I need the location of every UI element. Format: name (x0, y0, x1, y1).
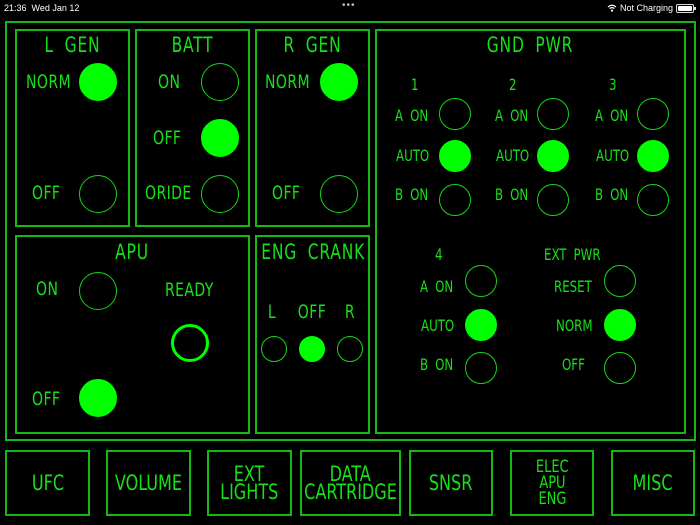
nav-misc-button[interactable]: MISC (611, 450, 695, 516)
eng-crank-l-switch[interactable] (261, 336, 287, 362)
nav-elec-label: ELEC (535, 457, 569, 477)
ext-pwr-label: EXT PWR (544, 245, 601, 264)
ext-pwr-reset-switch[interactable] (604, 265, 636, 297)
charging-status: Not Charging (619, 3, 673, 13)
ext-pwr-norm-label: NORM (556, 316, 593, 335)
nav-ufc-label: UFC (31, 471, 64, 495)
nav-misc-label: MISC (632, 471, 674, 495)
gnd-ch1-auto-switch[interactable] (439, 140, 471, 172)
gnd-ch3-auto-label: AUTO (596, 146, 630, 165)
r-gen-title: R GEN (283, 33, 342, 57)
nav-ext-lights-label-2: LIGHTS (220, 480, 279, 504)
ext-pwr-norm-switch[interactable] (604, 309, 636, 341)
nav-snsr-button[interactable]: SNSR (409, 450, 493, 516)
batt-panel (135, 29, 250, 227)
gnd-ch4-auto-switch[interactable] (465, 309, 497, 341)
nav-volume-label: VOLUME (114, 471, 183, 495)
gnd-ch2-auto-label: AUTO (496, 146, 530, 165)
l-gen-panel (15, 29, 130, 227)
gnd-ch2-auto-switch[interactable] (537, 140, 569, 172)
nav-apu-label: APU (538, 473, 566, 493)
ext-pwr-reset-label: RESET (554, 277, 592, 296)
clock-time: 21:36 Wed Jan 12 (4, 3, 80, 13)
eng-crank-title: ENG CRANK (261, 240, 366, 264)
gnd-ch1-b-on-label: B ON (395, 185, 429, 204)
apu-title: APU (115, 240, 149, 264)
gnd-ch4-a-on-switch[interactable] (465, 265, 497, 297)
gnd-ch1-a-on-switch[interactable] (439, 98, 471, 130)
r-gen-panel (255, 29, 370, 227)
gnd-ch3-a-on-switch[interactable] (637, 98, 669, 130)
r-gen-norm-switch[interactable] (320, 63, 358, 101)
gnd-ch4-a-on-label: A ON (420, 277, 454, 296)
gnd-ch3-a-on-label: A ON (595, 106, 629, 125)
main-frame (5, 21, 696, 441)
nav-data-cartridge-label-2: CARTRIDGE (304, 480, 397, 504)
batt-oride-switch[interactable] (201, 175, 239, 213)
wifi-icon (607, 4, 617, 12)
batt-title: BATT (171, 33, 214, 57)
l-gen-norm-label: NORM (26, 71, 71, 93)
eng-crank-l-label: L (267, 301, 277, 323)
apu-ready-label: READY (165, 279, 214, 301)
apu-panel (15, 235, 250, 434)
nav-snsr-label: SNSR (429, 471, 473, 495)
gnd-ch2-label: 2 (509, 75, 517, 94)
gnd-ch3-b-on-switch[interactable] (637, 184, 669, 216)
gnd-ch4-b-on-switch[interactable] (465, 352, 497, 384)
gnd-ch1-a-on-label: A ON (395, 106, 429, 125)
apu-off-label: OFF (32, 388, 61, 410)
multitask-dots-icon[interactable]: ••• (342, 0, 356, 11)
batt-off-label: OFF (153, 127, 182, 149)
gnd-ch1-label: 1 (411, 75, 419, 94)
apu-on-label: ON (36, 278, 59, 300)
batt-oride-label: ORIDE (145, 182, 192, 204)
status-bar: 21:36 Wed Jan 12 ••• Not Charging (0, 0, 700, 20)
apu-ready-indicator (171, 324, 209, 362)
gnd-ch3-auto-switch[interactable] (637, 140, 669, 172)
gnd-ch3-b-on-label: B ON (595, 185, 629, 204)
r-gen-norm-label: NORM (265, 71, 310, 93)
nav-data-cartridge-button[interactable]: DATA CARTRIDGE (300, 450, 401, 516)
ext-pwr-off-switch[interactable] (604, 352, 636, 384)
gnd-ch2-b-on-label: B ON (495, 185, 529, 204)
apu-off-switch[interactable] (79, 379, 117, 417)
l-gen-off-label: OFF (32, 182, 61, 204)
gnd-pwr-panel (375, 29, 686, 434)
nav-ext-lights-label-1: EXT (234, 462, 265, 486)
eng-crank-off-switch[interactable] (299, 336, 325, 362)
eng-crank-r-switch[interactable] (337, 336, 363, 362)
apu-on-switch[interactable] (79, 272, 117, 310)
gnd-pwr-title: GND PWR (486, 33, 574, 57)
nav-eng-label: ENG (537, 489, 567, 509)
l-gen-title: L GEN (44, 33, 101, 57)
gnd-ch2-b-on-switch[interactable] (537, 184, 569, 216)
gnd-ch1-b-on-switch[interactable] (439, 184, 471, 216)
l-gen-norm-switch[interactable] (79, 63, 117, 101)
gnd-ch2-a-on-switch[interactable] (537, 98, 569, 130)
gnd-ch3-label: 3 (609, 75, 617, 94)
date: Wed Jan 12 (31, 3, 80, 13)
ext-pwr-off-label: OFF (562, 355, 585, 374)
batt-on-label: ON (158, 71, 181, 93)
gnd-ch4-b-on-label: B ON (420, 355, 454, 374)
nav-volume-button[interactable]: VOLUME (106, 450, 191, 516)
gnd-ch4-auto-label: AUTO (421, 316, 455, 335)
eng-crank-r-label: R (344, 301, 356, 323)
batt-off-switch[interactable] (201, 119, 239, 157)
battery-icon (676, 3, 696, 13)
gnd-ch2-a-on-label: A ON (495, 106, 529, 125)
r-gen-off-label: OFF (272, 182, 301, 204)
batt-on-switch[interactable] (201, 63, 239, 101)
l-gen-off-switch[interactable] (79, 175, 117, 213)
nav-elec-apu-eng-button[interactable]: ELEC APU ENG (510, 450, 594, 516)
nav-ufc-button[interactable]: UFC (5, 450, 90, 516)
nav-data-cartridge-label-1: DATA (329, 462, 372, 486)
nav-ext-lights-button[interactable]: EXT LIGHTS (207, 450, 292, 516)
r-gen-off-switch[interactable] (320, 175, 358, 213)
eng-crank-panel (255, 235, 370, 434)
gnd-ch4-label: 4 (435, 245, 443, 264)
gnd-ch1-auto-label: AUTO (396, 146, 430, 165)
eng-crank-off-label: OFF (297, 301, 327, 323)
